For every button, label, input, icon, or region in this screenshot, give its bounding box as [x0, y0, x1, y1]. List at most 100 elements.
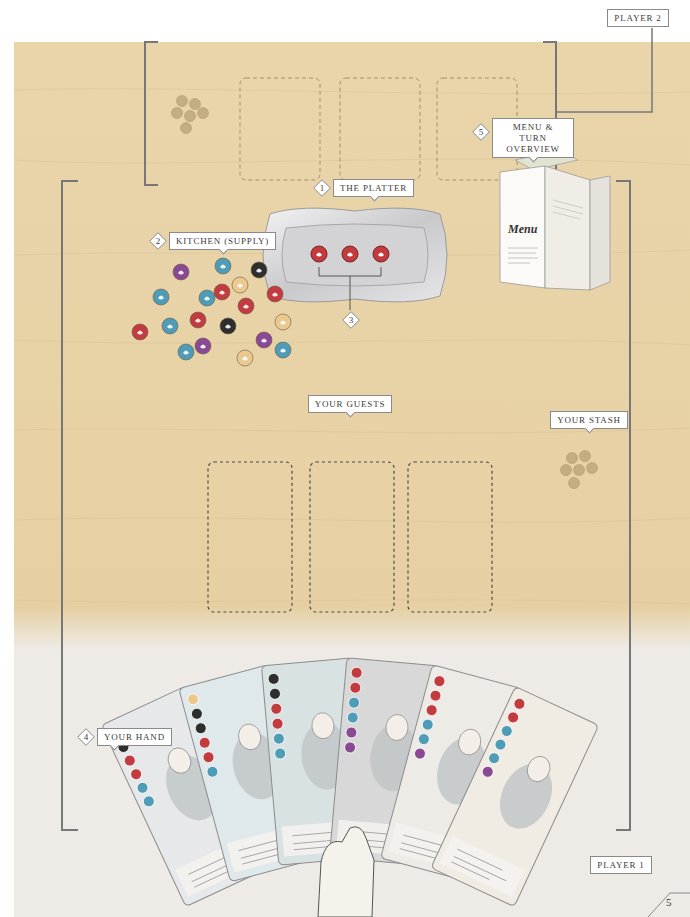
callout-text: THE PLATTER [340, 183, 407, 194]
menu-title: Menu [508, 222, 537, 237]
player-bracket [145, 42, 158, 185]
callout-number-text: 5 [472, 123, 490, 141]
stash-token [567, 453, 578, 464]
callout-text: YOUR HAND [104, 732, 165, 743]
supply-token [132, 258, 291, 366]
supply-token [275, 342, 291, 358]
stash-token [569, 478, 580, 489]
diamond-outline [150, 233, 167, 250]
card-token [202, 750, 215, 763]
callout-label: THE PLATTER [333, 179, 414, 197]
menu-booklet [545, 166, 590, 290]
supply-token [275, 314, 291, 330]
card-token [351, 667, 363, 679]
card-slot [240, 78, 320, 180]
supply-token [173, 264, 189, 280]
supply-token [256, 332, 272, 348]
callout-label: YOUR GUESTS [308, 395, 393, 413]
guest-card [490, 755, 562, 837]
supply-token [195, 338, 211, 354]
supply-token [238, 298, 254, 314]
menu-booklet [508, 248, 538, 263]
stash-token [181, 123, 192, 134]
platter [263, 208, 447, 302]
card-token [425, 703, 438, 716]
card-token [421, 718, 434, 731]
supply-token [200, 345, 206, 349]
supply-token [261, 339, 267, 343]
card-token [186, 693, 199, 706]
stash-token [580, 451, 591, 462]
supply-token [137, 331, 143, 335]
supply-token [256, 332, 272, 348]
player-label: PLAYER 1 [590, 856, 651, 874]
callout-label: YOUR STASH [550, 411, 628, 429]
card-slot [340, 78, 420, 180]
supply-token [256, 269, 262, 273]
callout-number: 2 [149, 232, 167, 250]
supply-token [158, 296, 164, 300]
diamond-outline [473, 124, 490, 141]
card-token [506, 710, 521, 725]
callout-text: PLAYER 2 [614, 13, 661, 24]
callout-bracket [319, 267, 381, 310]
player-bracket [556, 28, 652, 112]
card-token [345, 727, 357, 739]
card-token [269, 688, 281, 700]
supply-token [190, 312, 206, 328]
card-token [129, 767, 144, 782]
stash-token [561, 465, 572, 476]
supply-token [220, 318, 236, 334]
card-token [344, 742, 356, 754]
supply-token [215, 258, 231, 274]
card-token [348, 697, 360, 709]
callout-number: 3 [342, 311, 360, 329]
supply-token [214, 284, 230, 300]
guest-card [451, 849, 509, 886]
guest-card [440, 836, 525, 897]
supply-token [238, 298, 254, 314]
callout-text: PLAYER 1 [597, 860, 644, 871]
supply-token [237, 350, 253, 366]
supply-token [232, 277, 248, 293]
card-token [206, 765, 219, 778]
card-token [273, 733, 285, 745]
card-token [493, 737, 508, 752]
card-token [194, 722, 207, 735]
player-bracket [616, 181, 630, 830]
supply-token [153, 289, 169, 305]
diamond-outline [78, 729, 95, 746]
player-bracket [62, 181, 78, 830]
supply-token [272, 293, 278, 297]
supply-token [280, 349, 286, 353]
stash-token [587, 463, 598, 474]
supply-token [225, 325, 231, 329]
card-token [270, 703, 282, 715]
menu-booklet [590, 176, 610, 290]
callout-text: YOUR STASH [557, 415, 621, 426]
platter-token [311, 246, 327, 262]
table-surface [14, 620, 690, 917]
callout-label: YOUR HAND [97, 728, 172, 746]
callout-label: MENU & TURN OVERVIEW [492, 118, 574, 158]
menu-booklet [553, 200, 583, 219]
card-slot [240, 78, 517, 180]
supply-token [178, 344, 194, 360]
guest-card [385, 714, 409, 742]
stash-token [177, 96, 188, 107]
callout-number-text: 4 [77, 728, 95, 746]
guest-card [164, 744, 195, 777]
platter [263, 208, 447, 302]
platter-token [342, 246, 358, 262]
supply-token [237, 284, 243, 288]
page-number: 5 [666, 896, 672, 908]
card-token [413, 747, 426, 760]
platter-token [347, 253, 353, 257]
card-token [512, 696, 527, 711]
platter [282, 224, 428, 286]
callout-text: KITCHEN (SUPPLY) [176, 236, 269, 247]
supply-token [195, 338, 211, 354]
card-slot [208, 462, 292, 612]
supply-token [132, 324, 148, 340]
